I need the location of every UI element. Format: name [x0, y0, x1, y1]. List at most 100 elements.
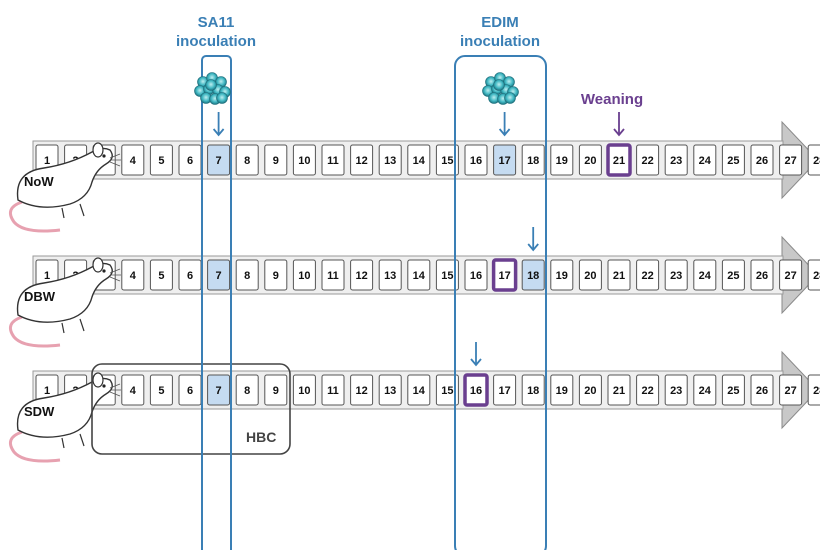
day-box — [550, 374, 574, 406]
day-box — [750, 374, 774, 406]
down-arrow-icon — [613, 112, 625, 137]
day-cell: 10 — [292, 259, 316, 291]
day-box — [350, 144, 374, 176]
day-box — [321, 374, 345, 406]
day-number: 15 — [441, 385, 453, 397]
day-box — [607, 259, 631, 291]
day-number: 25 — [727, 155, 739, 167]
day-box — [578, 259, 602, 291]
day-cell: 24 — [693, 374, 717, 406]
day-box — [779, 259, 803, 291]
sa11-title: SA11 — [198, 14, 235, 31]
day-box — [750, 144, 774, 176]
day-number: 17 — [498, 155, 510, 167]
day-cell: 11 — [321, 259, 345, 291]
day-number: 27 — [784, 155, 796, 167]
edim-column — [454, 55, 547, 550]
day-cell: 21 — [606, 143, 632, 177]
day-cell: 12 — [350, 259, 374, 291]
day-number: 19 — [556, 385, 568, 397]
day-cell: 20 — [578, 374, 602, 406]
hbc-box — [91, 363, 291, 455]
day-number: 12 — [355, 270, 367, 282]
day-box — [121, 144, 145, 176]
edim-title: EDIM — [481, 14, 519, 31]
day-number: 20 — [584, 155, 596, 167]
mouse-icon: DBW — [8, 257, 121, 348]
day-box — [807, 144, 820, 176]
day-box — [721, 374, 745, 406]
timeline-row: 1234567891011121314151617181920212223242… — [8, 342, 820, 463]
day-box — [207, 259, 231, 291]
day-number: 16 — [470, 155, 482, 167]
day-number: 17 — [498, 270, 510, 282]
day-cell: 17 — [491, 258, 518, 292]
day-number: 5 — [158, 155, 164, 167]
day-number: 12 — [355, 385, 367, 397]
day-cell: 8 — [235, 374, 259, 406]
day-cell: 8 — [235, 144, 259, 176]
down-arrow-icon — [470, 342, 482, 367]
day-cell: 19 — [550, 144, 574, 176]
day-box — [435, 259, 459, 291]
day-number: 26 — [756, 385, 768, 397]
day-cell: 14 — [407, 259, 431, 291]
day-box — [463, 373, 489, 407]
timeline-row: 1234567891011121314151617181920212223242… — [8, 227, 820, 348]
day-box — [464, 144, 488, 176]
day-box — [121, 374, 145, 406]
day-number: 20 — [584, 385, 596, 397]
timeline-row: 1234567891011121314151617181920212223242… — [8, 112, 820, 233]
group-label: SDW — [24, 404, 55, 419]
day-cell: 16 — [464, 259, 488, 291]
day-number: 11 — [327, 155, 339, 167]
day-cell: 28 — [807, 144, 820, 176]
day-cell: 4 — [121, 144, 145, 176]
mouse-icon: NoW — [8, 142, 121, 233]
day-number: 7 — [216, 385, 222, 397]
day-cell: 22 — [636, 144, 660, 176]
day-box — [550, 259, 574, 291]
day-number: 11 — [327, 385, 339, 397]
day-box — [292, 374, 316, 406]
day-number: 10 — [298, 385, 310, 397]
day-number: 16 — [470, 270, 482, 282]
day-number: 7 — [216, 155, 222, 167]
day-number: 11 — [327, 270, 339, 282]
day-cell: 9 — [264, 144, 288, 176]
day-cell: 6 — [178, 144, 202, 176]
day-box — [578, 144, 602, 176]
day-number: 8 — [244, 270, 250, 282]
day-box — [779, 144, 803, 176]
day-cell: 19 — [550, 374, 574, 406]
day-cell: 20 — [578, 144, 602, 176]
day-number: 14 — [413, 270, 426, 282]
day-box — [491, 258, 518, 292]
day-number: 24 — [699, 270, 712, 282]
day-box — [664, 374, 688, 406]
day-number: 7 — [216, 270, 222, 282]
day-cell: 4 — [121, 259, 145, 291]
day-number: 21 — [613, 155, 625, 167]
day-cell: 23 — [664, 374, 688, 406]
timeline-rows: 1234567891011121314151617181920212223242… — [8, 112, 820, 463]
day-cell: 6 — [178, 374, 202, 406]
day-cell: 7 — [207, 144, 231, 176]
day-number: 1 — [44, 270, 50, 282]
day-number: 5 — [158, 270, 164, 282]
day-cell: 18 — [521, 374, 545, 406]
day-cell: 15 — [435, 374, 459, 406]
day-cell: 14 — [407, 374, 431, 406]
day-box — [521, 374, 545, 406]
day-box — [378, 374, 402, 406]
day-box — [693, 259, 717, 291]
day-number: 14 — [413, 385, 426, 397]
day-number: 24 — [699, 155, 712, 167]
day-box — [121, 259, 145, 291]
day-cell: 16 — [464, 144, 488, 176]
day-number: 21 — [613, 270, 625, 282]
day-cell: 25 — [721, 144, 745, 176]
day-cell: 22 — [636, 259, 660, 291]
day-cell: 13 — [378, 259, 402, 291]
